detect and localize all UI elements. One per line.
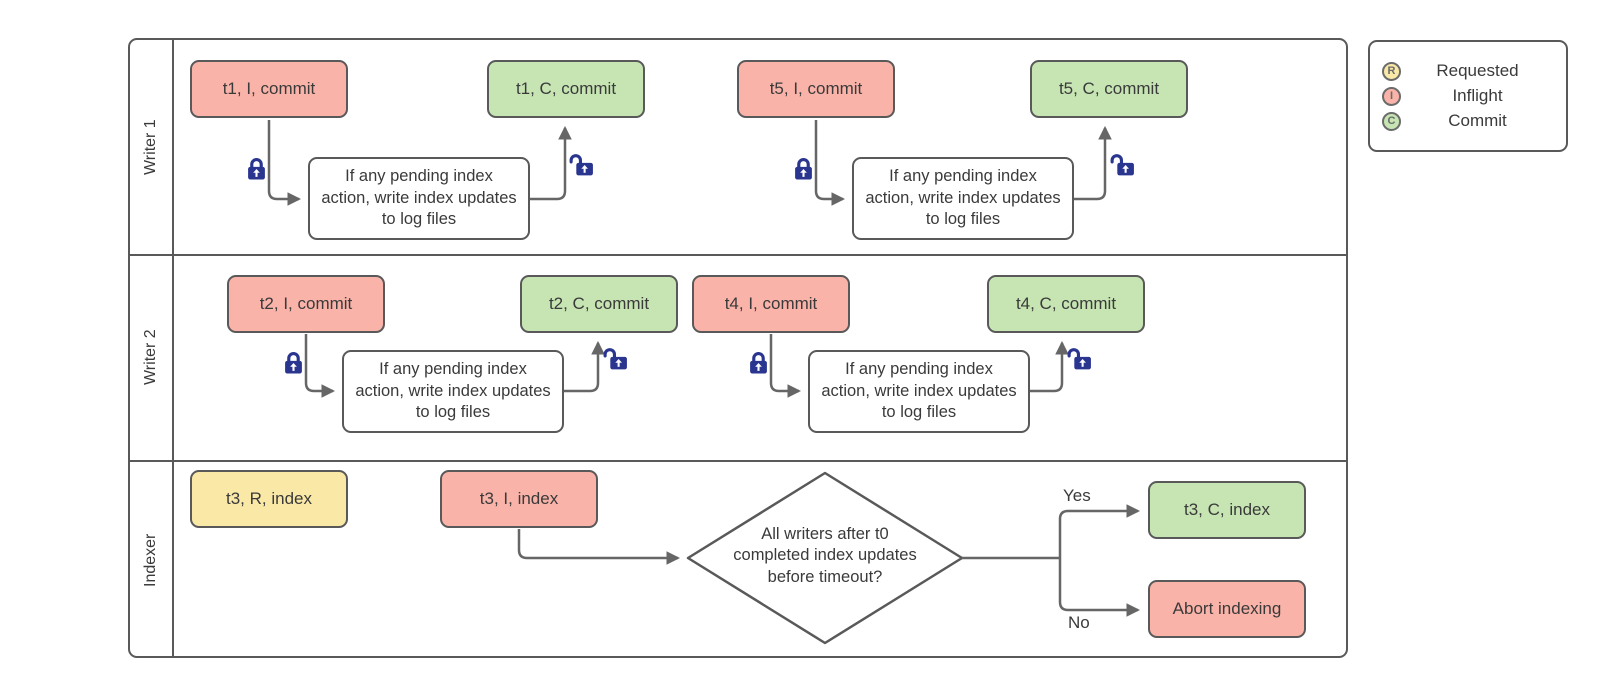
lock-closed-icon bbox=[285, 352, 302, 374]
node-abort-indexing: Abort indexing bbox=[1148, 580, 1306, 638]
lane-label-writer2: Writer 2 bbox=[142, 329, 159, 385]
commit-state-icon: C bbox=[1382, 111, 1401, 131]
lock-closed-icon bbox=[750, 352, 767, 374]
swimlane-container: Writer 1 Writer 2 Indexer bbox=[128, 38, 1348, 658]
legend-row-inflight: I Inflight bbox=[1382, 86, 1554, 106]
node-process-writer2-a: If any pending index action, write index… bbox=[342, 350, 564, 433]
node-t5-commit: t5, C, commit bbox=[1030, 60, 1188, 118]
lock-open-icon bbox=[1067, 348, 1091, 370]
node-t4-commit: t4, C, commit bbox=[987, 275, 1145, 333]
lane-label-indexer: Indexer bbox=[142, 533, 159, 587]
node-t5-inflight: t5, I, commit bbox=[737, 60, 895, 118]
lane-separator bbox=[130, 254, 1346, 256]
decision-question: All writers after t0 completed index upd… bbox=[733, 525, 917, 586]
lock-open-icon bbox=[569, 154, 593, 176]
lock-open-icon bbox=[603, 348, 627, 370]
node-t4-inflight: t4, I, commit bbox=[692, 275, 850, 333]
lock-closed-icon bbox=[795, 158, 812, 180]
legend-label: Requested bbox=[1436, 61, 1519, 80]
lock-closed-icon bbox=[248, 158, 265, 180]
legend-row-requested: R Requested bbox=[1382, 61, 1554, 81]
legend-label: Inflight bbox=[1452, 86, 1503, 105]
node-t2-commit: t2, C, commit bbox=[520, 275, 678, 333]
legend-row-commit: C Commit bbox=[1382, 111, 1554, 131]
lane-label-column-divider bbox=[172, 40, 174, 656]
node-t2-inflight: t2, I, commit bbox=[227, 275, 385, 333]
inflight-state-icon: I bbox=[1382, 86, 1401, 106]
lock-open-icon bbox=[1110, 154, 1134, 176]
lane-label-writer1: Writer 1 bbox=[142, 119, 159, 175]
node-process-writer1-b: If any pending index action, write index… bbox=[852, 157, 1074, 240]
no-branch-label: No bbox=[1068, 613, 1090, 632]
node-t3-commit: t3, C, index bbox=[1148, 481, 1306, 539]
legend-label: Commit bbox=[1448, 111, 1507, 130]
node-process-writer2-b: If any pending index action, write index… bbox=[808, 350, 1030, 433]
node-t3-inflight: t3, I, index bbox=[440, 470, 598, 528]
yes-branch-label: Yes bbox=[1063, 486, 1091, 505]
node-process-writer1-a: If any pending index action, write index… bbox=[308, 157, 530, 240]
node-t1-commit: t1, C, commit bbox=[487, 60, 645, 118]
node-t1-inflight: t1, I, commit bbox=[190, 60, 348, 118]
lane-separator bbox=[130, 460, 1346, 462]
node-t3-requested: t3, R, index bbox=[190, 470, 348, 528]
requested-state-icon: R bbox=[1382, 61, 1401, 81]
legend: R Requested I Inflight C Commit bbox=[1368, 40, 1568, 152]
